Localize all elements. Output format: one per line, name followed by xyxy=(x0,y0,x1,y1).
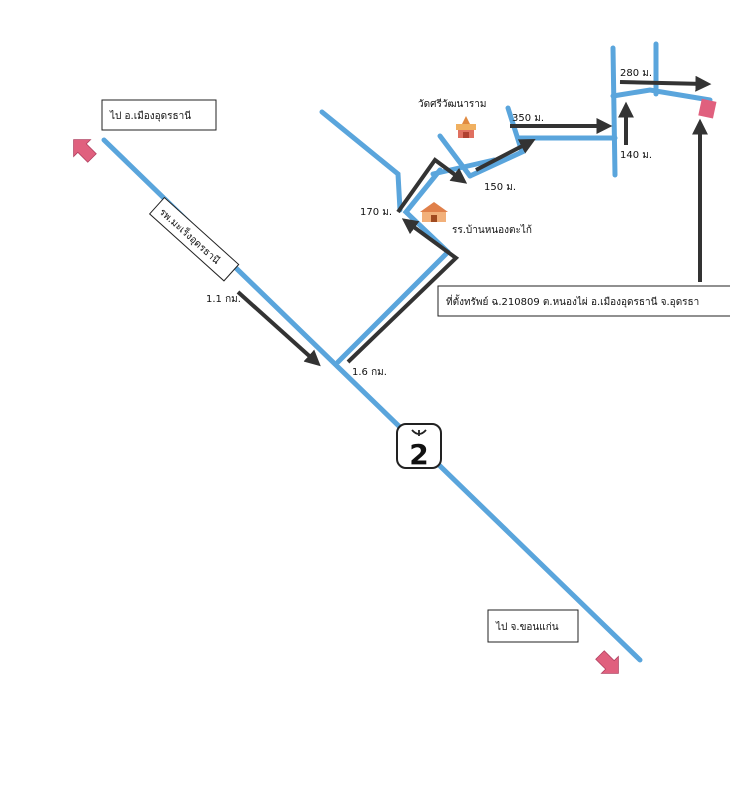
to-udon-text: ไป อ.เมืองอุดรธานี xyxy=(109,110,191,122)
distance-280m: 280 ม. xyxy=(620,68,652,79)
property-text: ที่ตั้งทรัพย์ ฉ.210809 ต.หนองไผ่ อ.เมือง… xyxy=(446,294,699,308)
route-arrow-7 xyxy=(619,75,712,92)
school-label: รร.บ้านหนองตะไก้ xyxy=(452,224,532,236)
branch-road xyxy=(335,249,451,365)
distance-350m: 350 ม. xyxy=(512,113,544,124)
red-arrow-icon-top xyxy=(73,139,97,163)
highway-shield-icon: 2 xyxy=(396,423,442,471)
distance-1-1km: 1.1 กม. xyxy=(206,294,241,305)
school-road xyxy=(402,167,451,255)
route-arrow-4 xyxy=(475,139,536,172)
red-arrow-icon-bottom xyxy=(595,650,619,674)
route-arrow-2 xyxy=(346,218,460,364)
to-udon-label: ไป อ.เมืองอุดรธานี xyxy=(101,99,217,131)
route-arrow-1 xyxy=(236,290,321,367)
to-khonkaen-text: ไป จ.ขอนแก่น xyxy=(495,621,559,633)
hospital-label: รพ.มะเร็งอุดรธานี xyxy=(148,196,240,282)
north-south-road xyxy=(610,45,618,178)
distance-140m: 140 ม. xyxy=(620,150,652,161)
temple-label: วัดศรีวัฒนาราม xyxy=(418,98,487,110)
northwest-road xyxy=(319,109,403,213)
highway-number: 2 xyxy=(409,438,428,471)
hospital-text: รพ.มะเร็งอุดรธานี xyxy=(157,205,224,267)
school-icon xyxy=(420,202,448,222)
property-label: ที่ตั้งทรัพย์ ฉ.210809 ต.หนองไผ่ อ.เมือง… xyxy=(437,285,730,317)
route-arrows xyxy=(236,75,712,367)
property-road xyxy=(610,87,713,103)
distance-1-6km: 1.6 กม. xyxy=(352,367,387,378)
distance-150m: 150 ม. xyxy=(484,182,516,193)
roads xyxy=(101,41,713,663)
cross-road xyxy=(430,157,497,177)
distance-170m: 170 ม. xyxy=(360,207,392,218)
route-arrow-3 xyxy=(396,157,468,214)
to-khonkaen-label: ไป จ.ขอนแก่น xyxy=(487,609,579,643)
temple-icon xyxy=(456,116,476,138)
property-marker-icon xyxy=(698,98,717,119)
